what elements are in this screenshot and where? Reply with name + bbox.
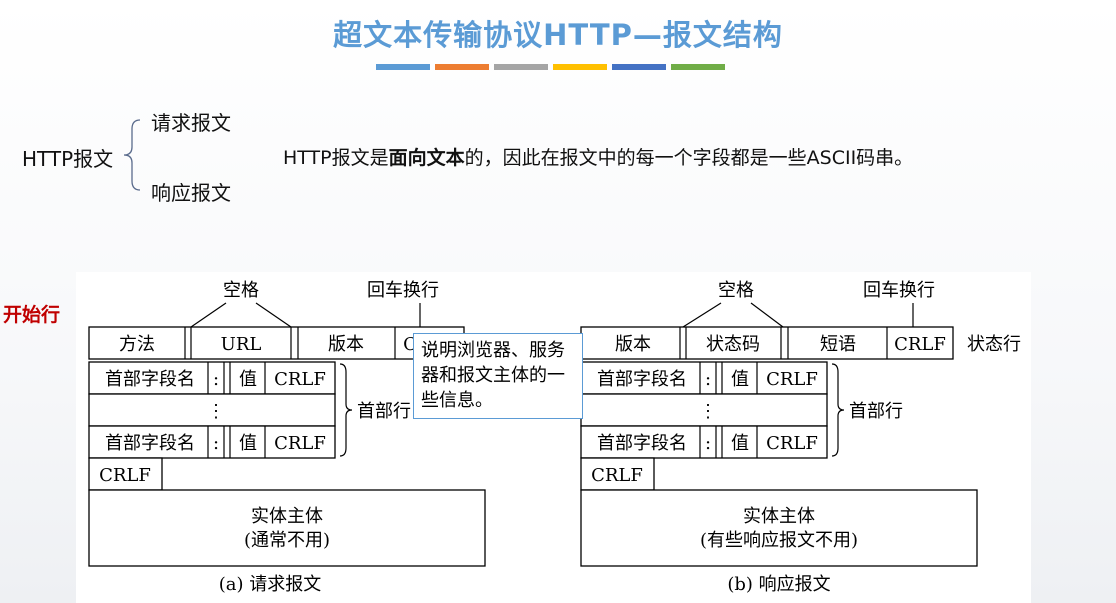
request-header-value-2: 值 [239, 433, 257, 454]
request-blank-line [88, 457, 163, 491]
response-entity-body [580, 489, 978, 567]
tree-brace [123, 119, 141, 191]
accent-bar-1 [376, 64, 430, 70]
request-blank-crlf: CRLF [99, 465, 151, 486]
response-header-row-1 [580, 361, 828, 395]
response-space-label: 空格 [718, 280, 754, 301]
response-header-row-2 [580, 425, 828, 459]
accent-bar-3 [494, 64, 548, 70]
request-header-dots-row [88, 393, 336, 427]
response-header-value-2: 值 [731, 433, 749, 454]
response-space-pointer-right [750, 302, 784, 328]
response-start-crlf-field: CRLF [894, 334, 946, 355]
accent-bar-2 [435, 64, 489, 70]
request-method-field: 方法 [119, 334, 155, 355]
request-url-field: URL [221, 334, 262, 355]
accent-bar-4 [553, 64, 607, 70]
response-space-pointer-left [682, 302, 722, 328]
response-phrase-field: 短语 [820, 334, 856, 355]
request-header-row-2 [88, 425, 336, 459]
request-entity-body [88, 489, 486, 567]
response-header-name-2: 首部字段名 [597, 433, 687, 454]
page-title: 超文本传输协议HTTP—报文结构 [333, 18, 783, 52]
response-body-line-1: 实体主体 [743, 506, 815, 527]
response-blank-line [580, 457, 655, 491]
response-header-dots-row [580, 393, 828, 427]
text-statement: HTTP报文是面向文本的，因此在报文中的每一个字段都是一些ASCII码串。 [283, 143, 913, 170]
response-status-code-field: 状态码 [706, 334, 760, 355]
response-version-field: 版本 [615, 334, 651, 355]
tree-child-request: 请求报文 [151, 111, 231, 135]
request-header-brace-label: 首部行 [357, 401, 411, 422]
response-status-line-label: 状态行 [967, 334, 1021, 355]
request-message-diagram: 空格 回车换行 方法 URL 版本 CRLF 首部字段名 : 值 CRLF ⋮ … [88, 280, 486, 595]
request-body-line-2: (通常不用) [244, 530, 330, 551]
response-header-crlf-1: CRLF [766, 369, 818, 390]
response-header-brace [831, 363, 845, 457]
request-header-value-1: 值 [239, 369, 257, 390]
request-start-line [88, 326, 465, 360]
request-header-crlf-2: CRLF [274, 433, 326, 454]
accent-bar-6 [671, 64, 725, 70]
response-header-name-1: 首部字段名 [597, 369, 687, 390]
request-header-colon-1: : [213, 369, 219, 390]
response-blank-crlf: CRLF [591, 465, 643, 486]
request-space-pointer-right [255, 302, 292, 328]
tree-child-response: 响应报文 [151, 181, 231, 205]
request-header-name-1: 首部字段名 [105, 369, 195, 390]
response-header-colon-2: : [705, 433, 711, 454]
response-header-dots: ⋮ [699, 401, 717, 422]
header-callout-box: 说明浏览器、服务器和报文主体的一些信息。 [413, 333, 583, 419]
statement-bold: 面向文本 [388, 147, 465, 169]
response-header-value-1: 值 [731, 369, 749, 390]
request-space-label: 空格 [223, 280, 259, 301]
response-header-colon-1: : [705, 369, 711, 390]
request-body-line-1: 实体主体 [251, 506, 323, 527]
accent-bar-5 [612, 64, 666, 70]
tree-root-label: HTTP报文 [22, 147, 114, 171]
request-space-pointer-left [190, 302, 227, 328]
response-header-crlf-2: CRLF [766, 433, 818, 454]
request-crlf-label: 回车换行 [367, 280, 439, 301]
request-header-name-2: 首部字段名 [105, 433, 195, 454]
http-message-diagram: 空格 回车换行 方法 URL 版本 CRLF 首部字段名 : 值 CRLF ⋮ … [76, 272, 1031, 603]
response-message-diagram: 空格 回车换行 版本 状态码 短语 CRLF 状态行 首部字段名 : 值 CRL… [580, 280, 1021, 595]
statement-suffix: 的，因此在报文中的每一个字段都是一些ASCII码串。 [464, 147, 914, 169]
request-header-colon-2: : [213, 433, 219, 454]
response-body-line-2: (有些响应报文不用) [700, 530, 858, 551]
request-header-dots: ⋮ [207, 401, 225, 422]
request-header-crlf-1: CRLF [274, 369, 326, 390]
response-crlf-label: 回车换行 [863, 280, 935, 301]
request-version-field: 版本 [328, 334, 364, 355]
response-status-line [580, 326, 954, 360]
response-caption: (b) 响应报文 [727, 574, 830, 595]
statement-prefix: HTTP报文是 [283, 147, 389, 169]
request-header-brace [339, 363, 353, 457]
request-caption: (a) 请求报文 [219, 574, 322, 595]
response-header-brace-label: 首部行 [849, 401, 903, 422]
start-line-side-label: 开始行 [3, 304, 61, 326]
